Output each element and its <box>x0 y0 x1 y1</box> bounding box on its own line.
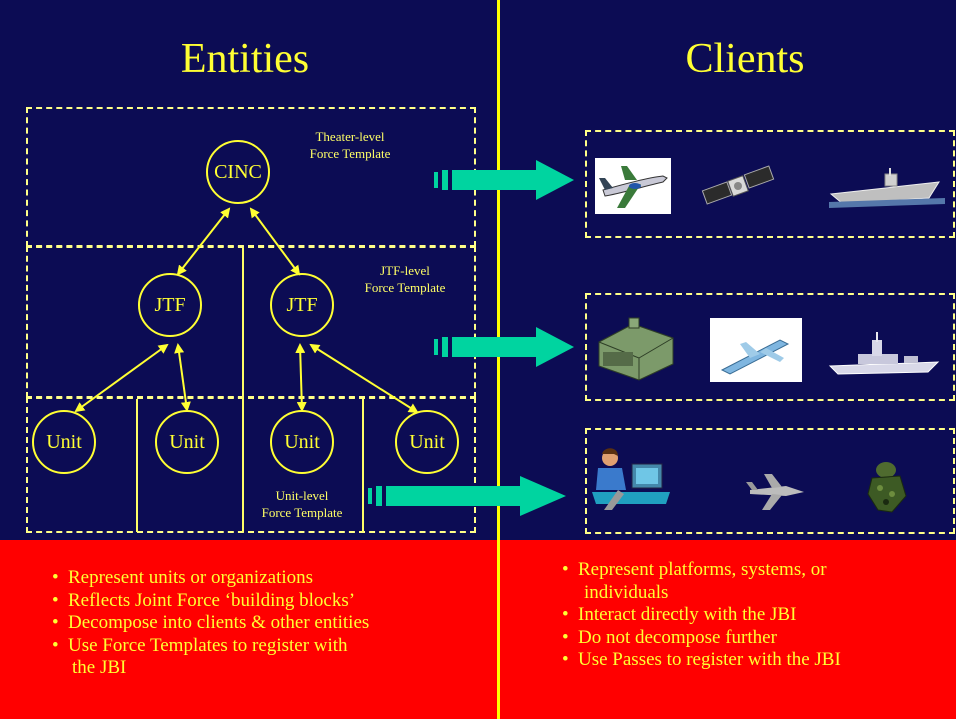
jtf-right-unit-4-connector <box>309 343 419 414</box>
jtf-left-unit-1-connector <box>74 343 169 413</box>
unit-divider-left <box>136 399 138 532</box>
unit-divider-right <box>362 399 364 532</box>
unit-template-label: Unit-level Force Template <box>261 488 343 520</box>
entities-bullet-continuation: the JBI <box>72 657 127 678</box>
unit-arrow <box>368 476 566 516</box>
entities-bullet: •Decompose into clients & other entities <box>52 612 370 633</box>
clients-bullet: •Do not decompose further <box>562 626 777 648</box>
clients-bullet: •Represent platforms, systems, or <box>562 559 827 580</box>
cinc-jtf-left-connector <box>176 207 231 276</box>
jtf-left-unit-2-connector <box>174 343 191 412</box>
aircraft-carrier-icon <box>829 168 945 208</box>
client-box-theater <box>585 130 955 238</box>
jtf-right-unit-3-connector <box>295 343 307 412</box>
clients-bullet-continuation: individuals <box>584 581 669 603</box>
entities-bullet: •Reflects Joint Force ‘building blocks’ <box>52 589 356 611</box>
entities-bullet: •Represent units or organizations <box>52 567 314 588</box>
jtf-arrow <box>434 327 574 367</box>
cinc-jtf-right-connector <box>249 207 301 276</box>
unit-node-2: Unit <box>155 410 219 474</box>
satellite-icon <box>701 165 775 205</box>
unit-node-3: Unit <box>270 410 334 474</box>
jtf-node-left: JTF <box>138 273 202 337</box>
airliner-icon <box>595 158 671 214</box>
armored-vehicle-icon <box>598 317 674 381</box>
theater-template-label: Theater-level Force Template <box>309 129 391 161</box>
client-box-unit <box>585 428 955 534</box>
warship-icon <box>828 332 940 375</box>
unit-node-4: Unit <box>395 410 459 474</box>
soldier-icon <box>867 462 907 513</box>
entities-bullet: •Use Force Templates to register with <box>52 634 348 656</box>
jtf-divider <box>242 248 244 532</box>
clients-bullet-list: •Represent platforms, systems, or indivi… <box>562 559 841 672</box>
cinc-node: CINC <box>206 140 270 204</box>
uav-drone-icon <box>710 318 802 382</box>
client-box-jtf <box>585 293 955 401</box>
clients-heading: Clients <box>685 36 805 82</box>
computer-operator-icon <box>592 448 670 510</box>
fighter-jet-icon <box>746 474 804 510</box>
entities-heading: Entities <box>180 36 310 82</box>
center-divider <box>497 0 500 719</box>
unit-node-1: Unit <box>32 410 96 474</box>
unit-template-box <box>26 397 476 533</box>
jtf-node-right: JTF <box>270 273 334 337</box>
entities-bullet-list: •Represent units or organizations •Refle… <box>52 567 369 680</box>
theater-arrow <box>434 160 574 200</box>
clients-bullet: •Interact directly with the JBI <box>562 604 797 625</box>
clients-bullet: •Use Passes to register with the JBI <box>562 649 841 670</box>
bottom-panel <box>0 540 956 719</box>
jtf-template-label: JTF-level Force Template <box>364 263 446 295</box>
